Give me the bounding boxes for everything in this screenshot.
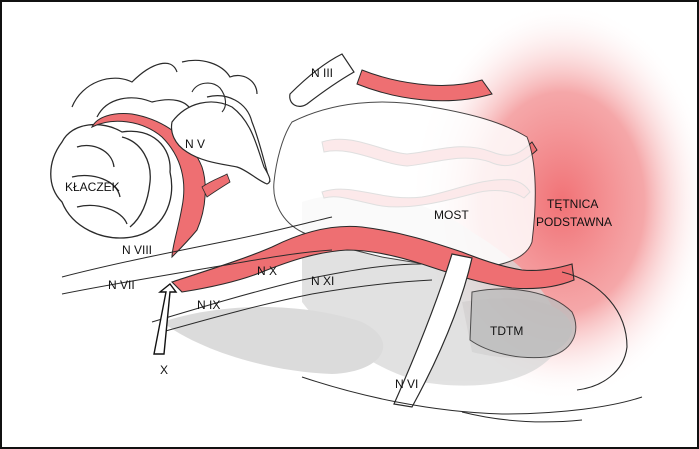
trigeminal-nerve — [170, 101, 271, 185]
label-klaczek: KŁACZEK — [65, 180, 120, 194]
cerebellum-folia — [71, 59, 271, 183]
label-n-vii: N VII — [108, 278, 135, 292]
tdtm-region — [469, 288, 577, 359]
label-most: MOST — [434, 208, 469, 222]
oculomotor-nerve — [289, 53, 355, 107]
label-n-vi: N VI — [395, 377, 419, 391]
label-tetnica-line1: TĘTNICA — [547, 197, 599, 211]
arrow-x — [153, 283, 178, 355]
label-n-v: N V — [185, 137, 206, 151]
label-n-ix: N IX — [197, 298, 221, 312]
lower-cranial-nerves — [61, 216, 433, 333]
abducens-nerve — [393, 253, 473, 408]
label-n-x: N X — [257, 264, 278, 278]
label-tetnica-line2: PODSTAWNA — [536, 215, 613, 229]
flocculus-lobes — [50, 123, 173, 239]
skull-base-contours — [301, 376, 643, 423]
label-tdtm: TDTM — [490, 324, 524, 338]
label-x: X — [160, 363, 169, 377]
aica-branch — [201, 173, 231, 198]
label-n-iii: N III — [311, 66, 334, 80]
label-n-viii: N VIII — [122, 243, 153, 257]
trigeminal-root — [191, 82, 227, 113]
aica-loop — [90, 113, 206, 259]
vertebral-artery — [170, 225, 575, 293]
label-n-xi: N XI — [311, 274, 335, 288]
basilar-curve — [561, 271, 628, 391]
